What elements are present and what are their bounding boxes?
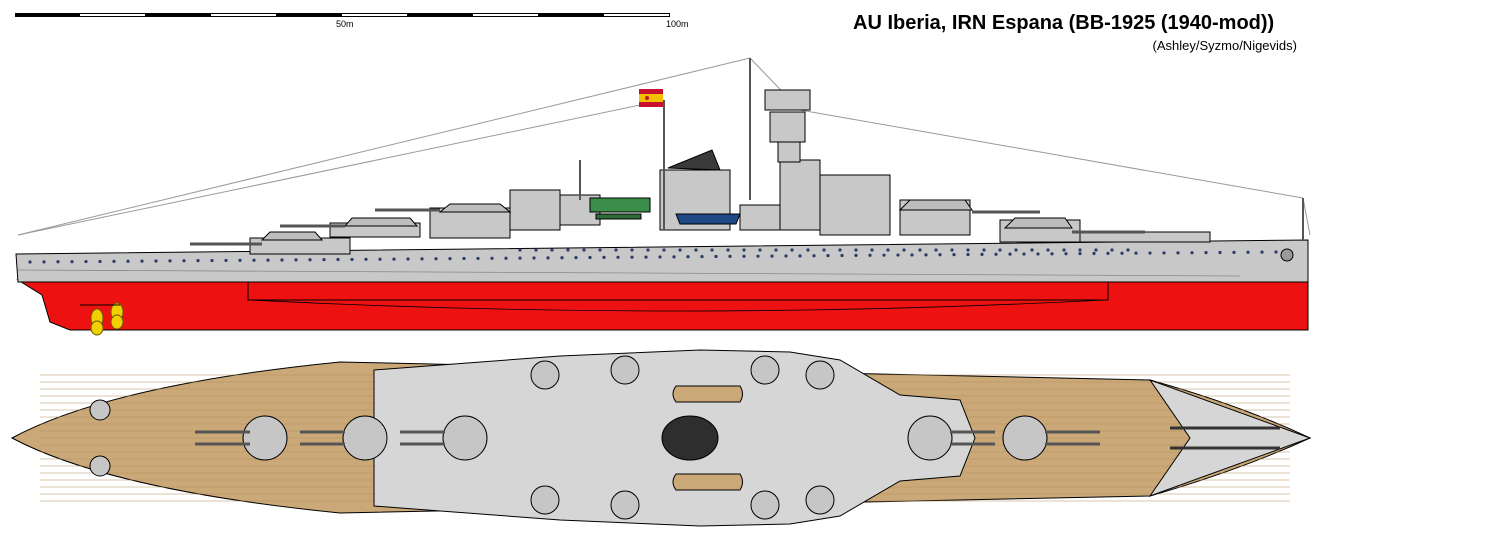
propeller-icon [80,302,124,336]
ship-boat [675,213,741,225]
scale-bar-segments [80,14,669,16]
scale-bar [15,13,670,17]
scale-label-50m: 50m [336,19,354,29]
gun-barrels-top [195,430,1100,446]
rigging-lines [17,57,1311,236]
anchor-icon [1280,248,1294,262]
funnel-top-icon [661,415,719,461]
masts [579,58,1304,240]
seaplane [589,197,651,220]
anchor-chains [1170,426,1280,450]
spanish-flag-icon [639,89,663,107]
secondary-turrets [89,355,835,520]
boat-top-starboard [672,473,743,491]
boat-top-port [672,385,743,403]
funnel-cap [667,149,721,171]
gun-barrels-side [190,208,1145,246]
portholes [28,248,1278,264]
scale-label-100m: 100m [666,19,689,29]
main-turrets-top [242,415,1048,461]
main-turrets-side [260,199,1073,241]
main-tower [764,89,811,163]
drawing-credits: (Ashley/Syzmo/Nigevids) [1152,38,1298,53]
drawing-title: AU Iberia, IRN Espana (BB-1925 (1940-mod… [853,12,1275,34]
foredeck-steel [1148,378,1312,498]
